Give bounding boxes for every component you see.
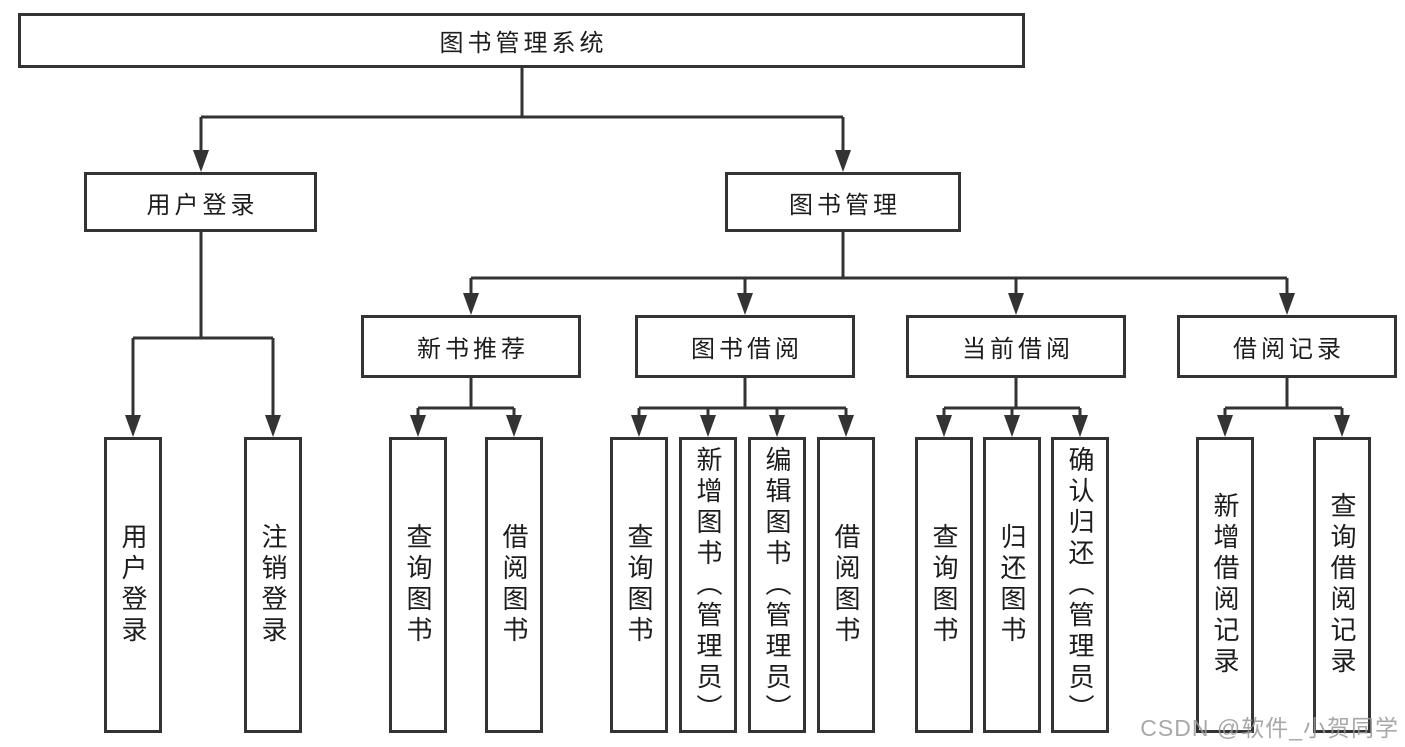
leaf-query-books-borrow: 查询图书: [610, 437, 668, 733]
leaf-user-login: 用户登录: [104, 437, 162, 733]
node-book-borrow: 图书借阅: [635, 315, 855, 378]
node-borrow-records: 借阅记录: [1177, 315, 1397, 378]
leaf-label: 编辑图书（管理员）: [762, 445, 792, 725]
arrowhead-icons: [125, 150, 1350, 437]
leaf-label: 查询借阅记录: [1327, 492, 1357, 678]
node-user-login: 用户登录: [84, 172, 317, 232]
node-label: 图书借阅: [691, 336, 803, 363]
leaf-confirm-return-admin: 确认归还（管理员）: [1051, 437, 1109, 733]
leaf-logout: 注销登录: [244, 437, 302, 733]
leaf-label: 确认归还（管理员）: [1065, 445, 1095, 725]
leaf-label: 查询图书: [403, 523, 433, 647]
connector-lines: [131, 68, 1344, 418]
node-label: 用户登录: [146, 191, 259, 219]
node-label: 借阅记录: [1233, 336, 1345, 363]
leaf-add-borrow-record: 新增借阅记录: [1196, 437, 1254, 733]
node-label: 新书推荐: [417, 336, 529, 363]
leaf-return-books: 归还图书: [983, 437, 1041, 733]
leaf-label: 用户登录: [118, 523, 148, 647]
leaf-label: 借阅图书: [499, 523, 529, 647]
node-book-management: 图书管理: [725, 172, 961, 232]
leaf-query-borrow-record: 查询借阅记录: [1313, 437, 1371, 733]
node-root: 图书管理系统: [18, 13, 1025, 68]
leaf-edit-books-admin: 编辑图书（管理员）: [748, 437, 806, 733]
leaf-label: 借阅图书: [831, 523, 861, 647]
leaf-query-books-recommend: 查询图书: [389, 437, 447, 733]
leaf-borrow-books-recommend: 借阅图书: [485, 437, 543, 733]
csdn-watermark: CSDN @软件_小贺同学: [1140, 715, 1399, 741]
leaf-label: 查询图书: [624, 523, 654, 647]
leaf-add-books-admin: 新增图书（管理员）: [679, 437, 737, 733]
leaf-label: 新增借阅记录: [1210, 492, 1240, 678]
node-label: 图书管理: [789, 191, 901, 219]
leaf-query-books-current: 查询图书: [915, 437, 973, 733]
node-label: 当前借阅: [962, 336, 1074, 363]
node-new-book-recommend: 新书推荐: [361, 315, 581, 378]
leaf-label: 注销登录: [258, 523, 288, 647]
leaf-label: 查询图书: [929, 523, 959, 647]
node-current-borrow: 当前借阅: [906, 315, 1126, 378]
leaf-borrow-books: 借阅图书: [817, 437, 875, 733]
node-root-label: 图书管理系统: [439, 30, 608, 57]
leaf-label: 归还图书: [997, 523, 1027, 647]
leaf-label: 新增图书（管理员）: [693, 445, 723, 725]
